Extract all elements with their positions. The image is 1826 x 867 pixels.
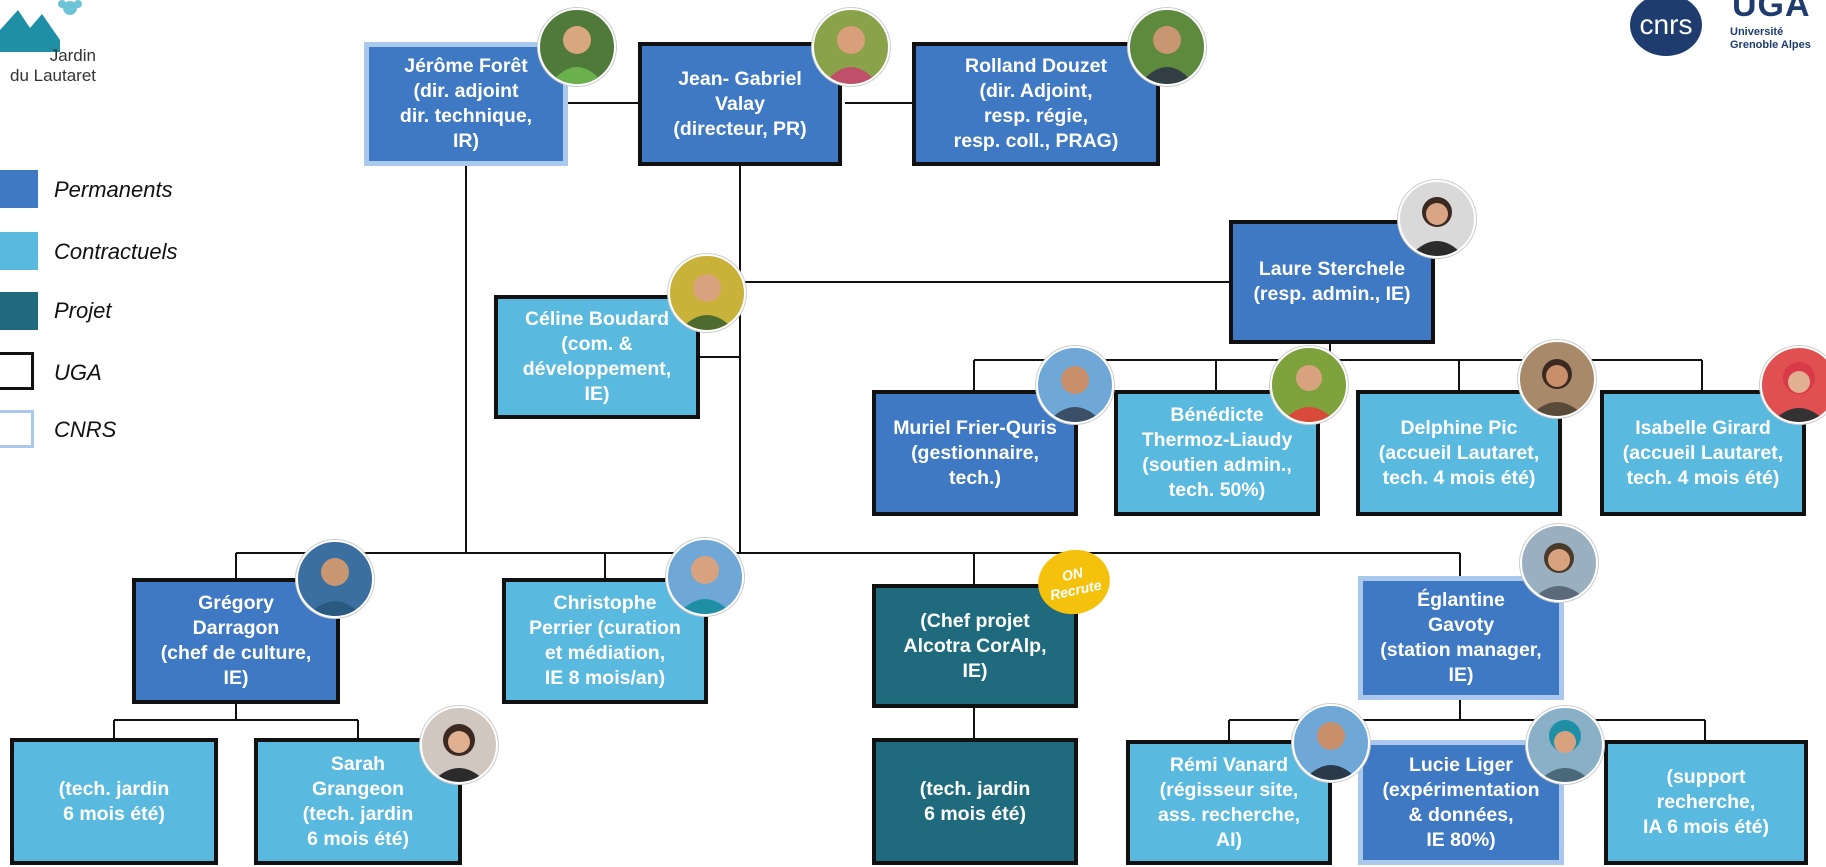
- legend-label-cnrs: CNRS: [54, 417, 117, 442]
- node-label: Isabelle Girard (accueil Lautaret, tech.…: [1622, 416, 1784, 489]
- node-label: Églantine Gavoty (station manager, IE): [1380, 589, 1542, 686]
- avatar-jerome: [538, 8, 616, 86]
- node-label: Céline Boudard (com. & développement, IE…: [522, 308, 672, 405]
- node-label: Rémi Vanard (régisseur site, ass. recher…: [1157, 753, 1300, 851]
- node-rolland-douzet: Rolland Douzet (dir. Adjoint, resp. régi…: [912, 42, 1160, 166]
- cnrs-logo: cnrs: [1630, 0, 1702, 56]
- node-label: Bénédicte Thermoz-Liaudy (soutien admin.…: [1141, 404, 1293, 501]
- node-label: Laure Sterchele (resp. admin., IE): [1253, 258, 1411, 305]
- node-label: (support recherche, IA 6 mois été): [1642, 766, 1770, 838]
- legend-label-uga: UGA: [54, 360, 102, 385]
- node-support-recherche: (support recherche, IA 6 mois été): [1604, 740, 1808, 865]
- jardin-logo-text: Jardin du Lautaret: [9, 46, 96, 85]
- node-label: (tech. jardin 6 mois été): [919, 777, 1031, 825]
- node-lucie-liger: Lucie Liger (expérimentation & données, …: [1358, 740, 1564, 865]
- person-photo-icon: [1140, 26, 1194, 84]
- person-photo-icon: [550, 26, 604, 84]
- legend-label-permanents: Permanents: [54, 177, 173, 202]
- person-photo-icon: [1772, 362, 1826, 422]
- person-photo-icon: [678, 556, 732, 614]
- person-photo-icon: [1282, 365, 1336, 422]
- node-benedicte-thermoz-liaudy: Bénédicte Thermoz-Liaudy (soutien admin.…: [1114, 390, 1320, 516]
- person-photo-icon: [1538, 720, 1592, 782]
- avatar-benedicte: [1270, 346, 1348, 424]
- node-tech-jardin: (tech. jardin 6 mois été): [10, 738, 218, 865]
- uga-logo: UGA Université Grenoble Alpes: [1726, 0, 1826, 60]
- legend-label-projet: Projet: [54, 298, 112, 323]
- legend-swatch-projet: [0, 292, 38, 330]
- uga-logo-subtitle: Université Grenoble Alpes: [1730, 26, 1811, 51]
- avatar-sarah: [420, 706, 498, 784]
- node-label: Muriel Frier-Quris (gestionnaire, tech.): [893, 416, 1057, 489]
- legend-swatch-cnrs: [0, 410, 34, 448]
- node-muriel-frier-quris: Muriel Frier-Quris (gestionnaire, tech.): [872, 390, 1078, 516]
- node-jerome-foret: Jérôme Forêt (dir. adjoint dir. techniqu…: [364, 42, 568, 166]
- avatar-celine: [668, 254, 746, 332]
- node-label: Jérôme Forêt (dir. adjoint dir. techniqu…: [399, 55, 533, 152]
- avatar-delphine: [1518, 340, 1596, 418]
- legend-swatch-permanents: [0, 170, 38, 208]
- avatar-gregory: [296, 540, 374, 618]
- node-label: (tech. jardin 6 mois été): [58, 777, 170, 825]
- avatar-rolland: [1128, 8, 1206, 86]
- avatar-lucie: [1526, 706, 1604, 784]
- avatar-jean-gabriel: [812, 8, 890, 86]
- jardin-lautaret-logo: Jardin du Lautaret: [0, 0, 110, 90]
- node-label: Christophe Perrier (curation et médiatio…: [529, 592, 681, 689]
- cnrs-logo-text: cnrs: [1639, 9, 1693, 40]
- avatar-isabelle: [1760, 346, 1826, 424]
- node-label: Jean- Gabriel Valay (directeur, PR): [673, 67, 807, 140]
- badge-label: ON Recrute: [1048, 564, 1103, 604]
- node-label: Lucie Liger (expérimentation & données, …: [1382, 753, 1540, 851]
- node-isabelle-girard: Isabelle Girard (accueil Lautaret, tech.…: [1600, 390, 1806, 516]
- person-photo-icon: [680, 274, 734, 330]
- node-label: (Chef projet Alcotra CorAlp, IE): [903, 609, 1047, 682]
- avatar-remi: [1292, 704, 1370, 782]
- person-photo-icon: [1048, 366, 1102, 422]
- node-label: Grégory Darragon (chef de culture, IE): [160, 592, 312, 689]
- person-photo-icon: [1530, 359, 1584, 416]
- node-laure-sterchele: Laure Sterchele (resp. admin., IE): [1229, 220, 1435, 344]
- avatar-eglantine: [1520, 524, 1598, 602]
- mountain-flower-icon: [0, 0, 82, 52]
- avatar-laure: [1398, 180, 1476, 258]
- avatar-muriel: [1036, 346, 1114, 424]
- person-photo-icon: [1532, 543, 1586, 600]
- node-label: Sarah Grangeon (tech. jardin 6 mois été): [302, 752, 414, 850]
- node-jean-gabriel-valay: Jean- Gabriel Valay (directeur, PR): [638, 42, 842, 166]
- node-delphine-pic: Delphine Pic (accueil Lautaret, tech. 4 …: [1356, 390, 1562, 516]
- person-photo-icon: [1304, 722, 1358, 780]
- person-photo-icon: [308, 558, 362, 616]
- person-photo-icon: [1410, 197, 1464, 256]
- person-photo-icon: [824, 26, 878, 84]
- node-eglantine-gavoty: Églantine Gavoty (station manager, IE): [1358, 576, 1564, 700]
- node-chef-projet: (Chef projet Alcotra CorAlp, IE): [872, 584, 1078, 708]
- legend-label-contractuels: Contractuels: [54, 239, 178, 264]
- legend-swatch-contractuels: [0, 232, 38, 270]
- node-label: Delphine Pic (accueil Lautaret, tech. 4 …: [1378, 416, 1540, 489]
- node-celine-boudard: Céline Boudard (com. & développement, IE…: [494, 295, 700, 419]
- node-tech-jardin-projet: (tech. jardin 6 mois été): [872, 738, 1078, 865]
- node-label: Rolland Douzet (dir. Adjoint, resp. régi…: [953, 55, 1119, 152]
- avatar-christophe: [666, 538, 744, 616]
- person-photo-icon: [432, 724, 486, 782]
- uga-logo-letters: UGA: [1732, 0, 1811, 24]
- legend-swatch-uga: [0, 352, 34, 390]
